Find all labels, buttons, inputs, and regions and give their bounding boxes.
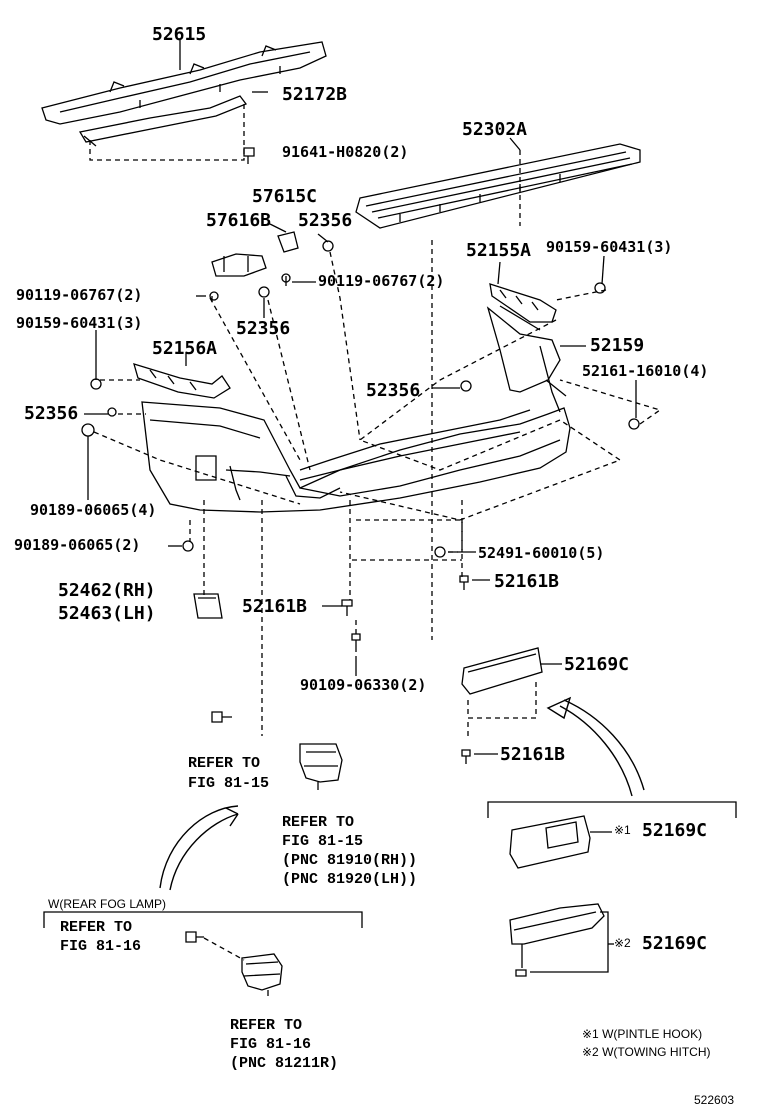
label-52462-rh: 52462(RH) [58,580,156,601]
part-52169C-cover [461,647,543,695]
ref2-line3: (PNC 81910(RH)) [282,852,418,869]
label-52302A: 52302A [462,119,528,140]
part-52169C-towing-variant [509,903,605,977]
mark-note-1: ※1 [614,823,631,837]
label-52161B-c: 52161B [500,744,566,765]
part-bumper-cover [141,401,571,513]
label-57616B: 57616B [206,210,272,231]
label-91641-H0820: 91641-H0820(2) [282,143,409,161]
label-52161B-b: 52161B [242,596,308,617]
label-52356-mid: 52356 [236,318,291,339]
label-52161B-a: 52161B [494,571,560,592]
label-52356-right: 52356 [366,380,421,401]
part-52615-reinforcement [41,41,327,125]
label-52491-60010: 52491-60010(5) [478,544,605,562]
label-52356-left: 52356 [24,403,79,424]
ref1-line2: FIG 81-15 [188,775,270,792]
ref3-line2: FIG 81-16 [60,938,142,955]
label-52169C-main: 52169C [564,654,630,675]
ref2-line1: REFER TO [282,814,355,831]
ref4-line1: REFER TO [230,1017,303,1034]
ref1-line1: REFER TO [188,755,261,772]
label-90119-06767-left: 90119-06767(2) [16,286,143,304]
mark-note-2: ※2 [614,936,631,950]
label-90109-06330: 90109-06330(2) [300,676,427,694]
label-90159-60431-left: 90159-60431(3) [16,314,143,332]
note-towing-hitch: ※2 W(TOWING HITCH) [582,1045,711,1059]
label-90159-60431-right: 90159-60431(3) [546,238,673,256]
part-52156A-bracket [133,363,231,399]
part-fog-lamp-81-15 [299,743,343,790]
part-52302A-step-pad [355,143,641,229]
label-57615C: 57615C [252,186,318,207]
part-57615C-bracket [277,231,299,253]
label-90119-06767-right: 90119-06767(2) [318,272,445,290]
ref4-line2: FIG 81-16 [230,1036,312,1053]
part-52172B-strip [78,95,248,147]
label-52169C-pintle: 52169C [642,820,708,841]
label-90189-06065-2: 90189-06065(2) [14,536,141,554]
label-52172B: 52172B [282,84,348,105]
part-52169C-pintle-variant [509,815,591,869]
label-52156A: 52156A [152,338,218,359]
label-90189-06065-4: 90189-06065(4) [30,501,157,519]
label-52159: 52159 [590,335,645,356]
label-52169C-towing: 52169C [642,933,708,954]
part-52155A-bracket [489,283,557,323]
part-fog-lamp-81-16 [241,953,283,996]
label-52463-lh: 52463(LH) [58,603,156,624]
part-57616B-bracket [211,253,267,277]
figure-number: 522603 [694,1093,735,1107]
note-pintle-hook: ※1 W(PINTLE HOOK) [582,1027,703,1041]
label-52161-16010: 52161-16010(4) [582,362,709,380]
ref2-line4: (PNC 81920(LH)) [282,871,418,888]
part-52462-reflector [193,593,223,619]
fog-group-label: W(REAR FOG LAMP) [48,897,167,911]
label-52615: 52615 [152,24,207,45]
ref2-line2: FIG 81-15 [282,833,364,850]
ref3-line1: REFER TO [60,919,133,936]
ref4-line3: (PNC 81211R) [230,1055,339,1072]
label-52155A: 52155A [466,240,532,261]
label-52356-top: 52356 [298,210,353,231]
part-52159-retainer [486,305,567,413]
